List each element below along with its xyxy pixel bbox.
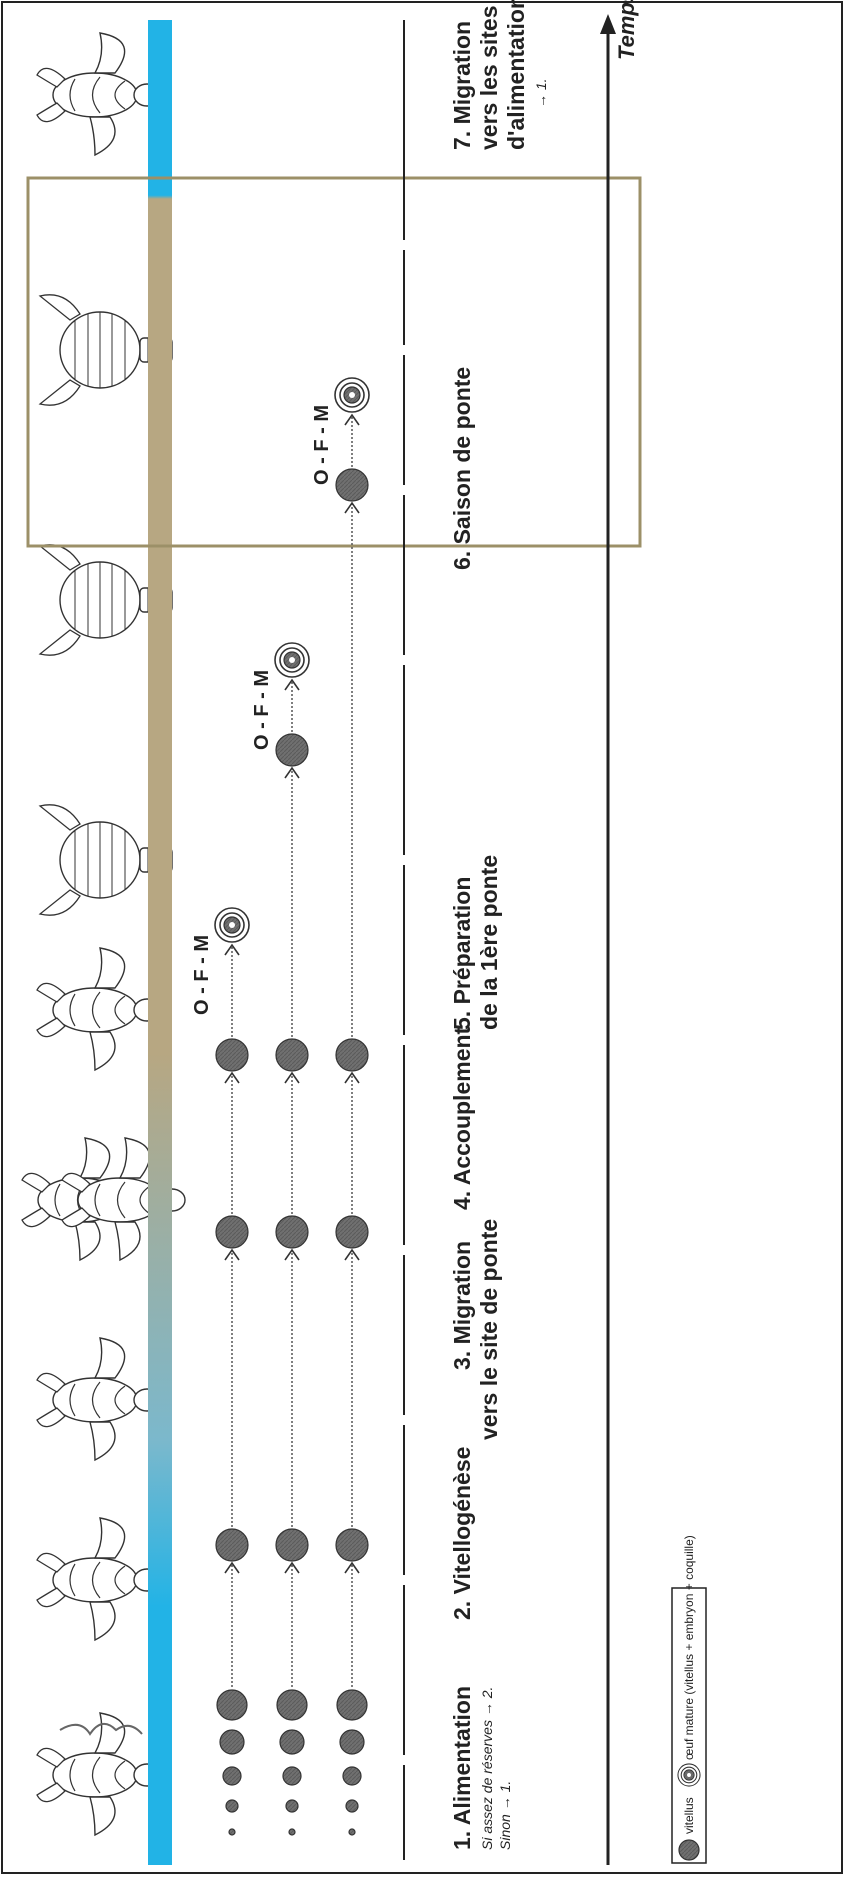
vitellus-follicle: [275, 733, 309, 767]
phase-7-label: 7. Migration: [449, 21, 475, 150]
cycle-marker: O - F - M: [251, 670, 273, 750]
phase-3-label: vers le site de ponte: [476, 1219, 502, 1440]
time-axis: Temps: [600, 0, 639, 1865]
vitellus-follicle: [282, 1766, 302, 1786]
phase-5-label: 5. Préparation: [449, 877, 475, 1030]
vitellus-follicle: [275, 1038, 309, 1072]
vitellus-follicle: [215, 1215, 249, 1249]
vitellus-follicle: [275, 1528, 309, 1562]
vitellus-follicle: [285, 1799, 299, 1813]
phase-7-label: d'alimentation: [503, 0, 529, 150]
vitellus-follicle: [222, 1766, 242, 1786]
axis-label: Temps: [614, 0, 639, 60]
vitellus-follicle: [215, 1528, 249, 1562]
vitellus-follicle: [288, 1828, 296, 1836]
turtle-icons: [21, 32, 186, 1836]
phase-7-note: → 1.: [533, 78, 549, 108]
vitellus-follicle: [335, 468, 369, 502]
vitellus-follicle: [335, 1038, 369, 1072]
seagrass-icon: [59, 1723, 143, 1736]
vitellus-follicle: [275, 1215, 309, 1249]
habitat-band: [148, 20, 172, 1865]
arrow-head: [344, 1561, 360, 1574]
phase-1-note: Si assez de réserves → 2.: [479, 1687, 495, 1850]
legend-box: [671, 1587, 707, 1864]
arrow-head: [284, 1561, 300, 1574]
phase-4-label: 4. Accouplement: [449, 1026, 475, 1210]
vitellus-follicle: [276, 1689, 308, 1721]
arrow-head: [224, 943, 240, 956]
arrow-head: [344, 1071, 360, 1084]
vitellus-swatch: [678, 1839, 700, 1861]
phase-1-note: Sinon → 1.: [497, 1781, 513, 1850]
mature-egg: [334, 377, 370, 413]
arrow-head: [344, 413, 360, 426]
vitellus-follicle: [336, 1689, 368, 1721]
phase-2-label: 2. Vitellogénèse: [449, 1447, 475, 1620]
phase-3-label: 3. Migration: [449, 1241, 475, 1370]
phase-7-label: vers les sites: [476, 5, 502, 150]
vitellus-follicle: [345, 1799, 359, 1813]
follicle-rows: O - F - M O - F - M O - F - M: [191, 377, 370, 1836]
vitellus-follicle: [225, 1799, 239, 1813]
mature-egg: [214, 907, 250, 943]
arrow-head: [344, 501, 360, 514]
arrow-head: [284, 678, 300, 691]
vitellus-follicle: [216, 1689, 248, 1721]
arrow-head: [224, 1071, 240, 1084]
vitellus-follicle: [228, 1828, 236, 1836]
mature-egg: [274, 642, 310, 678]
phase-1-label: 1. Alimentation: [449, 1686, 475, 1850]
laying-season-box: [26, 176, 642, 548]
arrow-head: [284, 1071, 300, 1084]
vitellus-follicle: [215, 1038, 249, 1072]
vitellus-follicle: [219, 1729, 245, 1755]
vitellus-follicle: [335, 1215, 369, 1249]
vitellus-follicle: [342, 1766, 362, 1786]
vitellus-follicle: [348, 1828, 356, 1836]
phase-labels: 1. Alimentation Si assez de réserves → 2…: [449, 0, 549, 1850]
arrow-head: [224, 1561, 240, 1574]
vitellus-follicle: [279, 1729, 305, 1755]
vitellus-follicle: [335, 1528, 369, 1562]
arrow-head: [284, 1248, 300, 1261]
legend-mature-egg-label: œuf mature (vitellus + embryon + coquill…: [682, 1535, 696, 1760]
legend-vitellus-label: vitellus: [682, 1797, 696, 1834]
arrow-head: [284, 766, 300, 779]
vitellus-follicle: [339, 1729, 365, 1755]
mature-egg-swatch: [677, 1763, 701, 1787]
arrow-head: [344, 1248, 360, 1261]
legend: vitellus œuf mature (vitellus + embryon …: [671, 1535, 707, 1864]
arrow-head: [224, 1248, 240, 1261]
phase-6-label: 6. Saison de ponte: [449, 367, 475, 570]
phase-5-label: de la 1ère ponte: [476, 855, 502, 1030]
cycle-marker: O - F - M: [191, 935, 213, 1015]
cycle-marker: O - F - M: [311, 405, 333, 485]
